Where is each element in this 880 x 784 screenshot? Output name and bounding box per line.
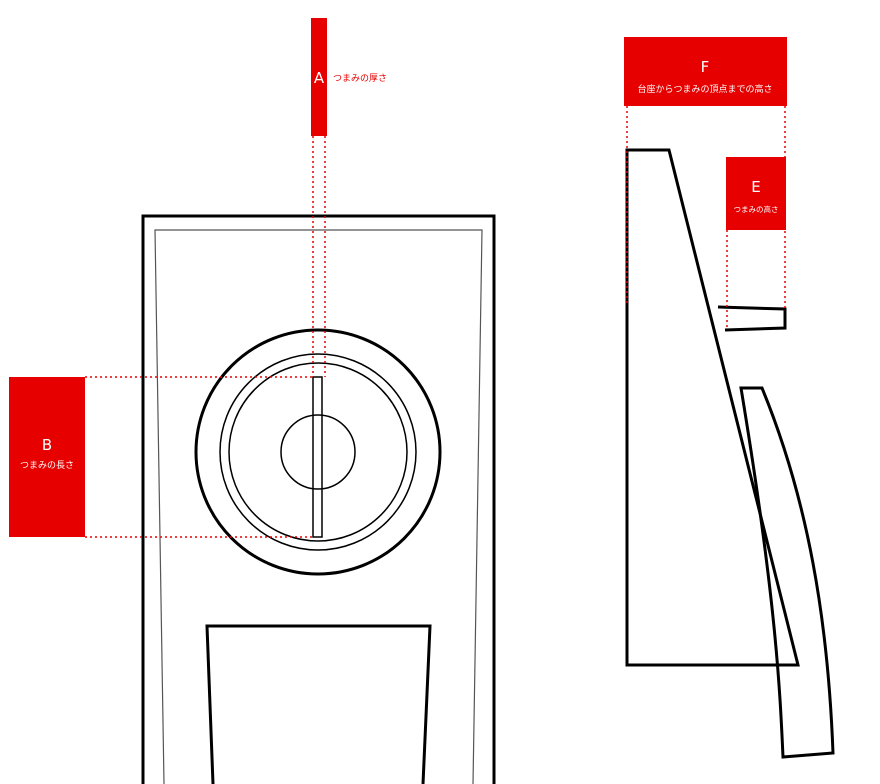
dimension-a-letter: A [314, 69, 325, 87]
rosette-inner-circle [228, 362, 408, 542]
dimension-b-marker [9, 377, 85, 537]
dimension-f-caption: 台座からつまみの頂点までの高さ [637, 83, 772, 95]
dimension-b-letter: B [42, 436, 52, 454]
front-lower-window [205, 624, 432, 784]
dimension-a-marker [311, 18, 327, 136]
knob-bar [312, 376, 323, 538]
front-plate-inner-bevel [154, 229, 483, 784]
dimension-a-caption: つまみの厚さ [333, 73, 387, 84]
knob-hub-circle [280, 414, 356, 490]
front-plate-outline [141, 214, 496, 784]
dimension-a: A つまみの厚さ [311, 18, 387, 377]
dimension-f-marker [624, 37, 787, 106]
dimension-f-letter: F [701, 58, 710, 76]
side-base-block [625, 148, 800, 667]
side-knob-stub [717, 305, 787, 332]
rosette-middle-circle [219, 353, 417, 551]
dimension-b-caption: つまみの長さ [20, 460, 74, 471]
dimension-e: E つまみの高さ [726, 157, 786, 330]
dimension-e-marker [726, 157, 786, 230]
dimension-e-caption: つまみの高さ [734, 204, 779, 214]
dimension-f: F 台座からつまみの頂点までの高さ [624, 37, 787, 309]
rosette-outer-circle [194, 328, 442, 576]
dimension-b: B つまみの長さ [9, 376, 313, 538]
dimension-e-letter: E [751, 178, 760, 196]
side-handle-lever [739, 386, 835, 759]
front-view [141, 214, 496, 784]
side-view [625, 148, 835, 759]
